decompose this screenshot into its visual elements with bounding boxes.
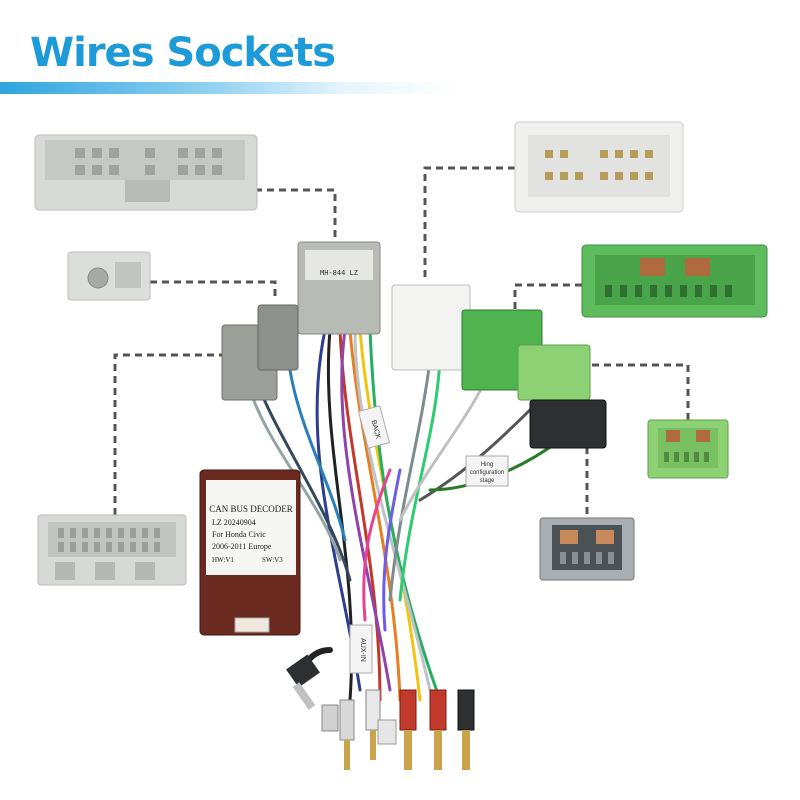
leader-small-grey	[150, 280, 277, 300]
rca-connectors	[286, 654, 475, 770]
green-socket-right	[581, 244, 768, 318]
can-bus-decoder: CAN BUS DECODER LZ 20240904 For Honda Ci…	[199, 469, 301, 636]
cable-tag-aux-in: AUX-IN	[349, 624, 373, 674]
rca-plug	[339, 699, 355, 770]
rca-plug	[365, 689, 381, 760]
leader-top-right	[423, 166, 515, 280]
leader-lines	[113, 166, 690, 520]
cable-tag-wiring-config: Hing configuration stage	[465, 455, 509, 487]
cable-tag-back-text: BACK	[370, 419, 382, 440]
grey-socket-top-left	[34, 134, 258, 211]
white-socket-top-right	[514, 121, 684, 213]
black-plug	[529, 399, 607, 449]
main-module-box: MH-844 LZ	[297, 241, 381, 335]
rca-plug	[429, 689, 447, 770]
decoder-hw: HW:V1	[212, 556, 234, 564]
white-plug	[391, 284, 471, 371]
cable-tag-config-line-2: configuration	[470, 470, 504, 476]
aux-plug	[286, 654, 320, 710]
decoder-line-4: 2006-2011 Europe	[212, 542, 272, 551]
green-plugs	[461, 309, 591, 401]
leader-light-green-right	[580, 363, 690, 420]
leader-green-right	[513, 283, 582, 320]
title-underline	[0, 82, 460, 94]
multi-pin-plug	[321, 704, 339, 732]
leader-top-left	[255, 188, 337, 245]
page-title: Wires Sockets	[30, 30, 336, 76]
light-green-socket	[647, 419, 729, 479]
rca-plug	[457, 689, 475, 770]
grey-socket-small	[67, 251, 151, 301]
grey-plug-left	[221, 304, 299, 401]
dark-grey-socket	[539, 517, 635, 581]
decoder-line-1: CAN BUS DECODER	[209, 504, 293, 514]
cable-tag-config-line-3: stage	[480, 478, 495, 484]
cable-tag-aux-in-text: AUX-IN	[359, 638, 366, 662]
multi-pin-plug	[377, 719, 397, 745]
cable-tag-config-line-1: Hing	[481, 462, 493, 468]
decoder-line-2: LZ 20240904	[212, 518, 256, 527]
decoder-sw: SW:V3	[262, 556, 283, 564]
main-module-model: MH-844 LZ	[320, 269, 358, 277]
decoder-line-3: For Honda Civic	[212, 530, 266, 539]
leader-left-large	[113, 353, 235, 515]
grey-socket-left-large	[37, 514, 187, 586]
rca-plug	[399, 689, 417, 770]
cable-tag-back: BACK	[357, 405, 391, 449]
